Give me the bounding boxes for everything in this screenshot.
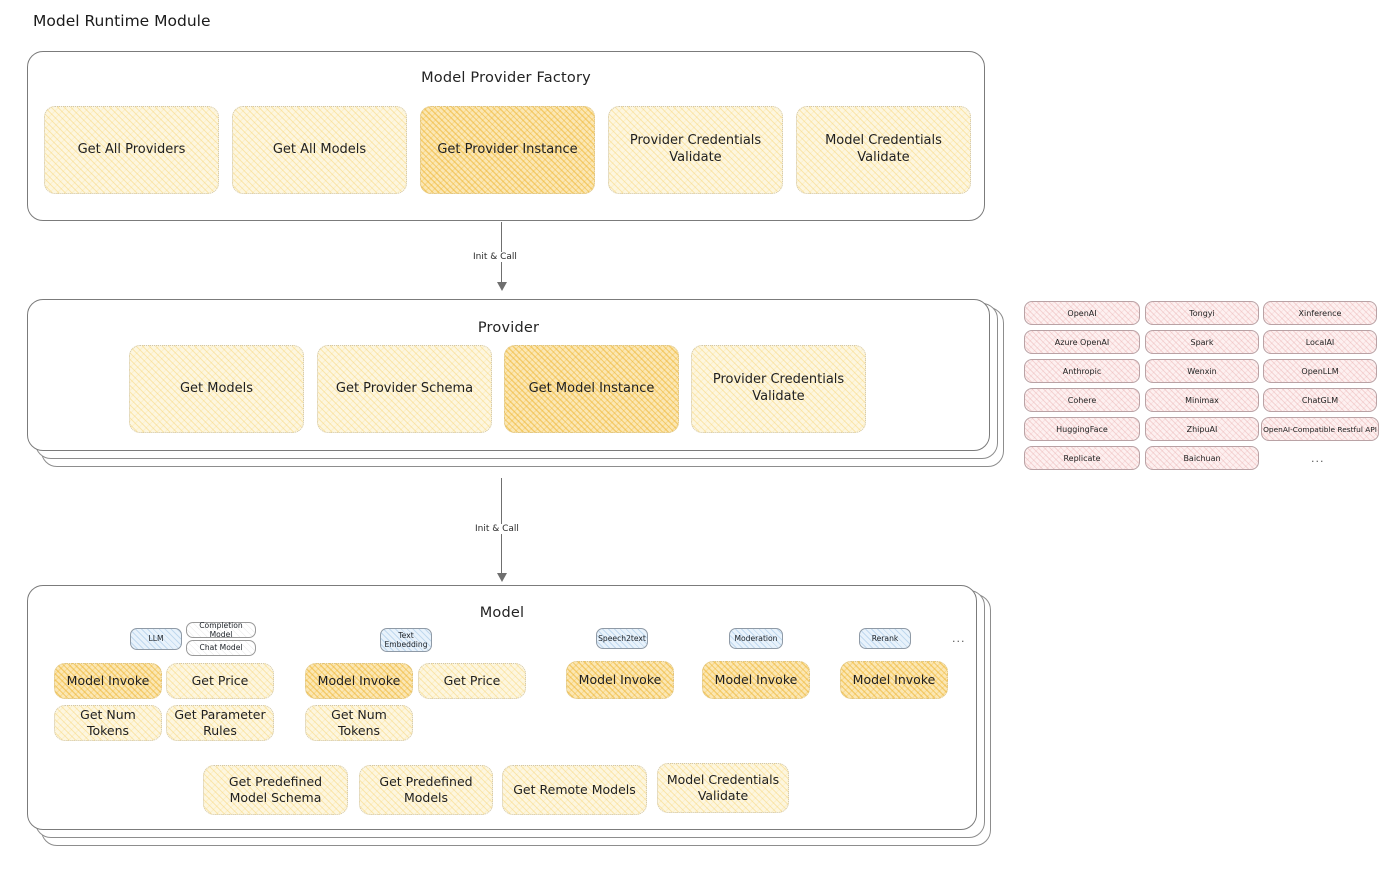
provider-item-get-model-instance[interactable]: Get Model Instance (504, 345, 679, 433)
provider-item-get-provider-schema[interactable]: Get Provider Schema (317, 345, 492, 433)
model-type-badge-rerank[interactable]: Rerank (859, 628, 911, 649)
provider-title: Provider (477, 320, 540, 336)
model-types-more-ellipsis: ... (952, 632, 966, 645)
provider-list-more-ellipsis: ... (1311, 452, 1325, 465)
page-title: Model Runtime Module (33, 12, 211, 30)
factory-item-get-provider-instance[interactable]: Get Provider Instance (420, 106, 595, 194)
factory-item-get-all-models[interactable]: Get All Models (232, 106, 407, 194)
provider-tag-minimax[interactable]: Minimax (1145, 388, 1259, 412)
provider-tag-wenxin[interactable]: Wenxin (1145, 359, 1259, 383)
factory-item-get-all-providers[interactable]: Get All Providers (44, 106, 219, 194)
llm-method-get-price[interactable]: Get Price (166, 663, 274, 699)
arrow-provider-to-model-label: Init & Call (472, 524, 522, 534)
text-embedding-method-model-invoke[interactable]: Model Invoke (305, 663, 413, 699)
provider-item-get-models[interactable]: Get Models (129, 345, 304, 433)
model-common-method-get-predefined-model-schema[interactable]: Get Predefined Model Schema (203, 765, 348, 815)
provider-tag-anthropic[interactable]: Anthropic (1024, 359, 1140, 383)
rerank-method-model-invoke[interactable]: Model Invoke (840, 661, 948, 699)
model-sub-badge-completion-model[interactable]: Completion Model (186, 621, 256, 639)
text-embedding-method-get-num-tokens[interactable]: Get Num Tokens (305, 705, 413, 741)
arrow-factory-to-provider-head (497, 282, 507, 291)
provider-tag-openai-compatible-restful-api[interactable]: OpenAI-Compatible Restful API (1261, 417, 1379, 441)
llm-method-get-num-tokens[interactable]: Get Num Tokens (54, 705, 162, 741)
model-type-badge-text-embedding[interactable]: Text Embedding (380, 628, 432, 652)
provider-tag-tongyi[interactable]: Tongyi (1145, 301, 1259, 325)
provider-tag-openai[interactable]: OpenAI (1024, 301, 1140, 325)
text-embedding-method-get-price[interactable]: Get Price (418, 663, 526, 699)
provider-tag-cohere[interactable]: Cohere (1024, 388, 1140, 412)
model-type-badge-llm[interactable]: LLM (130, 628, 182, 650)
factory-item-provider-credentials-validate[interactable]: Provider Credentials Validate (608, 106, 783, 194)
model-common-method-get-remote-models[interactable]: Get Remote Models (502, 765, 647, 815)
provider-tag-azure-openai[interactable]: Azure OpenAI (1024, 330, 1140, 354)
model-title: Model (479, 605, 525, 621)
arrow-factory-to-provider-label: Init & Call (470, 252, 520, 262)
arrow-provider-to-model-head (497, 573, 507, 582)
llm-method-model-invoke[interactable]: Model Invoke (54, 663, 162, 699)
factory-item-model-credentials-validate[interactable]: Model Credentials Validate (796, 106, 971, 194)
model-type-badge-speech2text[interactable]: Speech2text (596, 628, 648, 649)
provider-tag-baichuan[interactable]: Baichuan (1145, 446, 1259, 470)
provider-tag-huggingface[interactable]: HuggingFace (1024, 417, 1140, 441)
provider-tag-zhipuai[interactable]: ZhipuAI (1145, 417, 1259, 441)
provider-tag-localai[interactable]: LocalAI (1263, 330, 1377, 354)
factory-title: Model Provider Factory (421, 70, 591, 86)
speech2text-method-model-invoke[interactable]: Model Invoke (566, 661, 674, 699)
provider-tag-replicate[interactable]: Replicate (1024, 446, 1140, 470)
llm-method-get-parameter-rules[interactable]: Get Parameter Rules (166, 705, 274, 741)
provider-tag-openllm[interactable]: OpenLLM (1263, 359, 1377, 383)
model-sub-badge-chat-model[interactable]: Chat Model (186, 640, 256, 656)
provider-tag-xinference[interactable]: Xinference (1263, 301, 1377, 325)
model-type-badge-moderation[interactable]: Moderation (729, 628, 783, 649)
provider-tag-chatglm[interactable]: ChatGLM (1263, 388, 1377, 412)
moderation-method-model-invoke[interactable]: Model Invoke (702, 661, 810, 699)
model-common-method-get-predefined-models[interactable]: Get Predefined Models (359, 765, 493, 815)
provider-tag-spark[interactable]: Spark (1145, 330, 1259, 354)
model-common-method-model-credentials-validate[interactable]: Model Credentials Validate (657, 763, 789, 813)
provider-item-provider-credentials-validate[interactable]: Provider Credentials Validate (691, 345, 866, 433)
